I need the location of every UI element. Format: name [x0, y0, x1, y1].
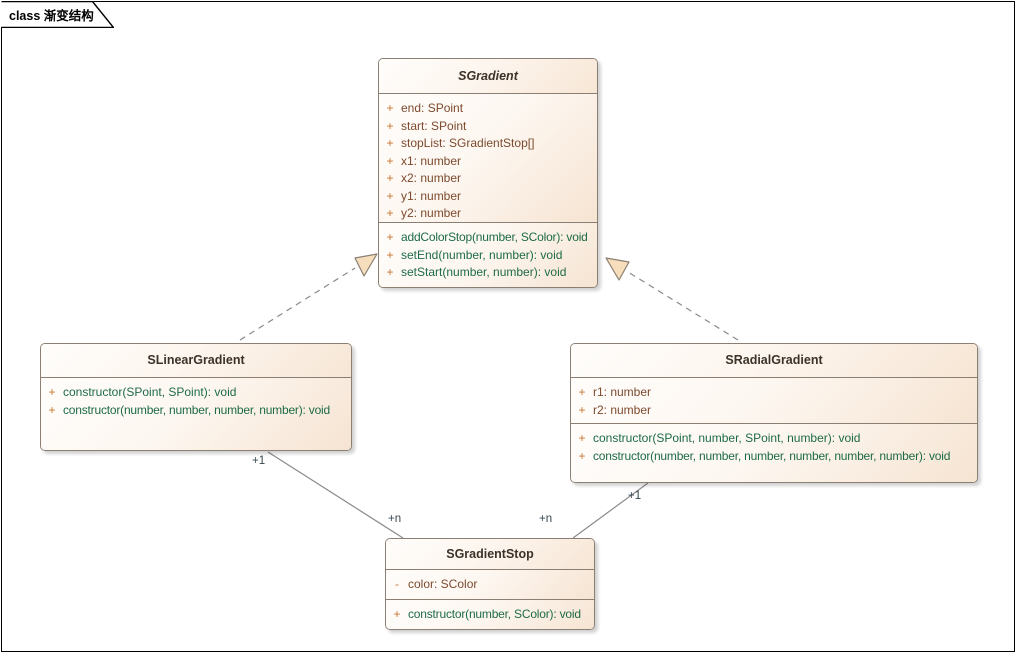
attribute-label: y2: number [401, 206, 462, 220]
class-name-sradialgradient: SRadialGradient [571, 344, 977, 378]
visibility-marker: + [578, 431, 586, 445]
attributes-compartment-sradialgradient: + r1: number + r2: number [571, 378, 977, 423]
relationship-slineargradient-uses-sgradientstop [267, 451, 404, 539]
visibility-marker: + [386, 247, 394, 262]
attributes-compartment-sgradientstop: - color: SColor [386, 570, 594, 599]
class-box-sgradient[interactable]: SGradient + end: SPoint + start: SPoint … [378, 58, 598, 288]
class-name-sgradient: SGradient [379, 59, 597, 94]
attribute-label: x2: number [401, 171, 462, 185]
attribute-label: r2: number [593, 402, 652, 417]
visibility-marker: + [386, 171, 394, 185]
operation-label: constructor(SPoint, number, SPoint, numb… [593, 431, 861, 445]
visibility-marker: + [386, 153, 394, 168]
attribute-row: + y1: number [379, 188, 597, 206]
operation-label: setStart(number, number): void [401, 265, 567, 279]
operation-label: constructor(number, number, number, numb… [593, 448, 951, 463]
multiplicity-radial-side: +1 [628, 490, 642, 502]
visibility-marker: + [386, 230, 394, 244]
visibility-marker: + [48, 402, 56, 417]
operation-row: + constructor(SPoint, number, SPoint, nu… [571, 430, 977, 448]
multiplicity-linear-side: +1 [252, 455, 266, 467]
operation-label: constructor(number, number, number, numb… [63, 402, 330, 417]
attribute-row: + y2: number [379, 205, 597, 223]
operation-label: addColorStop(number, SColor): void [401, 230, 588, 244]
operation-row: + constructor(number, number, number, nu… [41, 402, 351, 420]
multiplicity-stop-right: +n [539, 513, 553, 525]
visibility-marker: - [395, 577, 399, 591]
attribute-row: + r2: number [571, 402, 977, 420]
operation-label: constructor(number, SColor): void [408, 607, 581, 621]
relationship-sradialgradient-uses-sgradientstop [572, 482, 649, 539]
attribute-row: + end: SPoint [379, 100, 597, 118]
visibility-marker: + [393, 607, 401, 621]
visibility-marker: + [386, 101, 394, 115]
operation-label: constructor(SPoint, SPoint): void [63, 385, 237, 399]
attribute-label: r1: number [593, 385, 652, 399]
attribute-row: + x1: number [379, 153, 597, 171]
class-name-sgradientstop: SGradientStop [386, 539, 594, 570]
attribute-row: + x2: number [379, 170, 597, 188]
visibility-marker: + [386, 206, 394, 220]
visibility-marker: + [386, 136, 394, 150]
attribute-label: start: SPoint [401, 118, 467, 133]
visibility-marker: + [578, 402, 586, 417]
operation-row: + constructor(SPoint, SPoint): void [41, 384, 351, 402]
operations-compartment-sgradientstop: + constructor(number, SColor): void [386, 599, 594, 629]
multiplicity-stop-left: +n [388, 513, 402, 525]
diagram-title: class 渐变结构 [9, 9, 94, 23]
visibility-marker: + [48, 385, 56, 399]
relationship-sradialgradient-realizes-sgradient [605, 257, 739, 341]
visibility-marker: + [386, 118, 394, 133]
attribute-row: + stopList: SGradientStop[] [379, 135, 597, 153]
attribute-label: x1: number [401, 153, 462, 168]
class-box-slineargradient[interactable]: SLinearGradient + constructor(SPoint, SP… [40, 343, 352, 451]
attribute-row: - color: SColor [386, 576, 594, 594]
operation-row: + constructor(number, number, number, nu… [571, 448, 977, 466]
visibility-marker: + [386, 265, 394, 279]
attribute-row: + r1: number [571, 384, 977, 402]
visibility-marker: + [386, 188, 394, 203]
class-box-sradialgradient[interactable]: SRadialGradient + r1: number + r2: numbe… [570, 343, 978, 483]
operations-compartment-slineargradient: + constructor(SPoint, SPoint): void + co… [41, 378, 351, 450]
relationship-slineargradient-realizes-sgradient [239, 253, 378, 341]
attribute-label: color: SColor [408, 577, 478, 591]
operations-compartment-sradialgradient: + constructor(SPoint, number, SPoint, nu… [571, 423, 977, 482]
visibility-marker: + [578, 385, 586, 399]
operation-row: + constructor(number, SColor): void [386, 606, 594, 624]
operation-row: + addColorStop(number, SColor): void [379, 229, 597, 247]
operation-row: + setStart(number, number): void [379, 264, 597, 282]
visibility-marker: + [578, 448, 586, 463]
operation-label: setEnd(number, number): void [401, 247, 563, 262]
attributes-compartment-sgradient: + end: SPoint + start: SPoint + stopList… [379, 94, 597, 222]
attribute-label: stopList: SGradientStop[] [401, 136, 535, 150]
attribute-label: end: SPoint [401, 101, 464, 115]
attribute-row: + start: SPoint [379, 118, 597, 136]
operation-row: + setEnd(number, number): void [379, 247, 597, 265]
class-box-sgradientstop[interactable]: SGradientStop - color: SColor + construc… [385, 538, 595, 630]
attribute-label: y1: number [401, 188, 462, 203]
class-name-slineargradient: SLinearGradient [41, 344, 351, 378]
operations-compartment-sgradient: + addColorStop(number, SColor): void + s… [379, 222, 597, 287]
